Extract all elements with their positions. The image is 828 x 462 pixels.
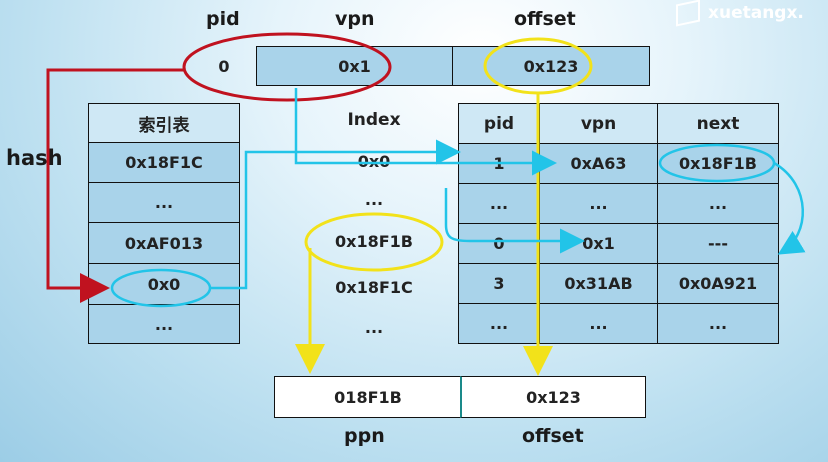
- index-list-item: 0x0: [357, 152, 391, 171]
- va-vpn-value: 0x1: [256, 46, 453, 86]
- hash-arrow: [46, 68, 185, 303]
- index-entry-highlight-ellipse: [304, 212, 444, 272]
- hash-result-highlight-ellipse: [110, 268, 212, 308]
- page-table-cell: ...: [657, 183, 779, 224]
- hash-label: hash: [6, 146, 63, 170]
- pa-ppn-label: ppn: [344, 425, 385, 447]
- page-table-cell: 0x0A921: [657, 263, 779, 304]
- page-table-header-next: next: [657, 103, 779, 144]
- page-table-cell: ...: [458, 183, 540, 224]
- xuetangx-logo: xuetangx.: [676, 0, 804, 27]
- va-pid-header: pid: [206, 8, 240, 30]
- index-table-header: 索引表: [88, 103, 240, 143]
- pa-ppn-value: 018F1B: [274, 376, 462, 418]
- index-table-row: 0x18F1C: [88, 142, 240, 183]
- index-list-item: 0x18F1B: [335, 232, 413, 251]
- chain-match-arrow: [444, 188, 585, 254]
- page-table-cell: ...: [657, 303, 779, 344]
- index-list-item: ...: [364, 318, 384, 337]
- va-pid-value: 0: [218, 56, 230, 76]
- index-table-row: ...: [88, 304, 240, 344]
- va-offset-header: offset: [514, 8, 576, 30]
- index-list-header: Index: [347, 110, 401, 130]
- pa-offset-value: 0x123: [460, 376, 646, 418]
- next-chain-arrow: [773, 161, 806, 255]
- pid-vpn-highlight-ellipse: [182, 32, 392, 102]
- page-table-cell: ...: [539, 303, 658, 344]
- index-list-item: ...: [364, 190, 384, 209]
- index-table-row: 0xAF013: [88, 222, 240, 264]
- va-vpn-header: vpn: [335, 8, 375, 30]
- page-table-header-pid: pid: [458, 103, 540, 144]
- page-table-cell: ---: [657, 223, 779, 264]
- index-lookup-arrow: [210, 139, 461, 290]
- page-table-cell: 0: [458, 223, 540, 264]
- index-list-item: 0x18F1C: [335, 278, 413, 297]
- pa-offset-label: offset: [522, 425, 584, 447]
- logo-text: xuetangx.: [708, 3, 804, 23]
- page-table-cell: ...: [458, 303, 540, 344]
- next-pointer-highlight-ellipse: [658, 143, 776, 183]
- offset-highlight-ellipse: [483, 37, 593, 95]
- vpn-probe-arrow: [294, 88, 557, 176]
